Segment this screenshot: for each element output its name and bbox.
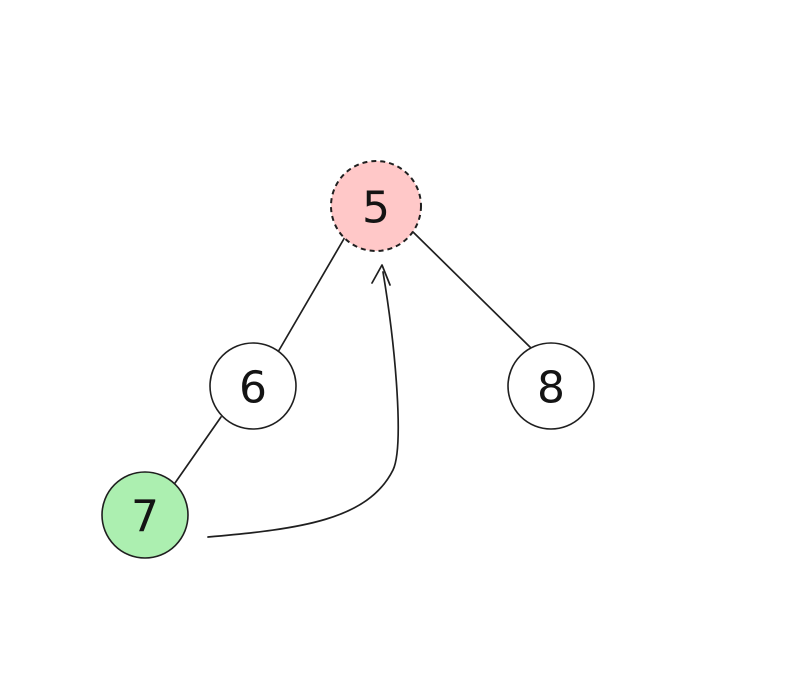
node-5-label: 5	[362, 183, 390, 234]
node-7-circle[interactable]	[101, 471, 189, 559]
node-7-label: 7	[131, 492, 159, 543]
arrowhead-icon	[371, 264, 391, 286]
edge-node5-node6	[277, 236, 346, 353]
node-8-circle[interactable]	[507, 342, 595, 430]
node-7[interactable]: 7	[101, 471, 189, 559]
node-5-circle[interactable]	[330, 160, 422, 252]
edge-node7-node5-curved	[207, 271, 400, 538]
node-layer: 5 6 7 8	[101, 160, 595, 559]
node-6-circle[interactable]	[209, 342, 297, 430]
node-5[interactable]: 5	[330, 160, 422, 252]
edge-node6-node7	[174, 416, 222, 484]
node-6[interactable]: 6	[209, 342, 297, 430]
edge-node5-node8	[410, 229, 533, 350]
edge-layer	[174, 229, 533, 538]
node-8-label: 8	[537, 363, 565, 414]
node-6-label: 6	[239, 363, 267, 414]
node-8[interactable]: 8	[507, 342, 595, 430]
